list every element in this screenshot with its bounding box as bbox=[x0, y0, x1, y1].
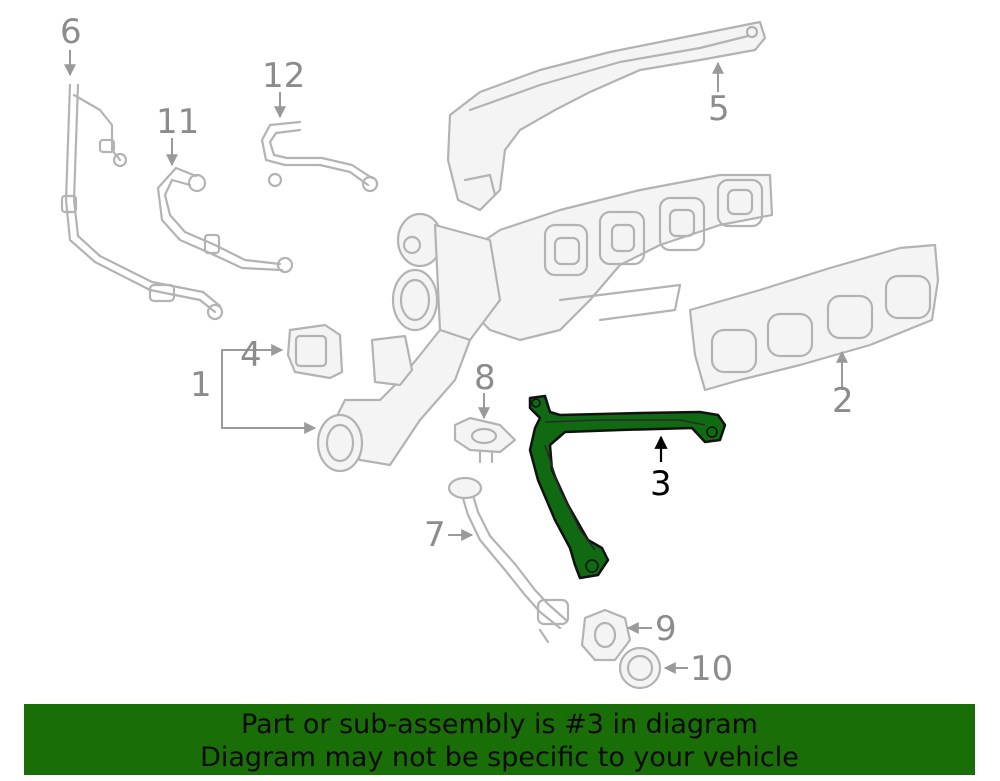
part-3-bracket-highlighted bbox=[528, 394, 727, 580]
leader-lines bbox=[64, 50, 848, 674]
callout-1: 1 bbox=[190, 365, 212, 405]
part-7-tube bbox=[447, 476, 570, 644]
parts-diagram: 6 11 12 5 4 1 8 2 3 7 9 10 bbox=[60, 12, 940, 690]
callout-10: 10 bbox=[690, 649, 733, 689]
part-1-turbo-manifold bbox=[316, 173, 774, 473]
callout-9: 9 bbox=[655, 609, 677, 649]
callout-labels: 6 11 12 5 4 1 8 2 3 7 9 10 bbox=[60, 12, 854, 689]
callout-5: 5 bbox=[708, 89, 730, 129]
callout-7: 7 bbox=[424, 515, 446, 555]
callout-6: 6 bbox=[60, 12, 82, 52]
part-2-gasket bbox=[688, 243, 940, 392]
callout-11: 11 bbox=[156, 102, 199, 142]
part-4-mount bbox=[286, 323, 414, 387]
callout-2: 2 bbox=[832, 381, 854, 421]
part-6-pipe bbox=[60, 83, 224, 321]
part-5-heat-shield bbox=[446, 20, 767, 212]
callout-8: 8 bbox=[474, 358, 496, 398]
info-banner: Part or sub-assembly is #3 in diagram Di… bbox=[24, 704, 975, 775]
callout-12: 12 bbox=[262, 56, 305, 96]
part-11-hose bbox=[156, 166, 294, 274]
banner-line-1: Part or sub-assembly is #3 in diagram bbox=[241, 709, 758, 740]
part-9-gasket bbox=[580, 608, 632, 662]
part-12-pipe bbox=[260, 120, 379, 193]
callout-4: 4 bbox=[240, 335, 262, 375]
part-10-plug bbox=[618, 646, 662, 690]
callout-3: 3 bbox=[650, 464, 672, 504]
banner-line-2: Diagram may not be specific to your vehi… bbox=[200, 742, 799, 773]
part-8-gasket bbox=[453, 416, 517, 464]
